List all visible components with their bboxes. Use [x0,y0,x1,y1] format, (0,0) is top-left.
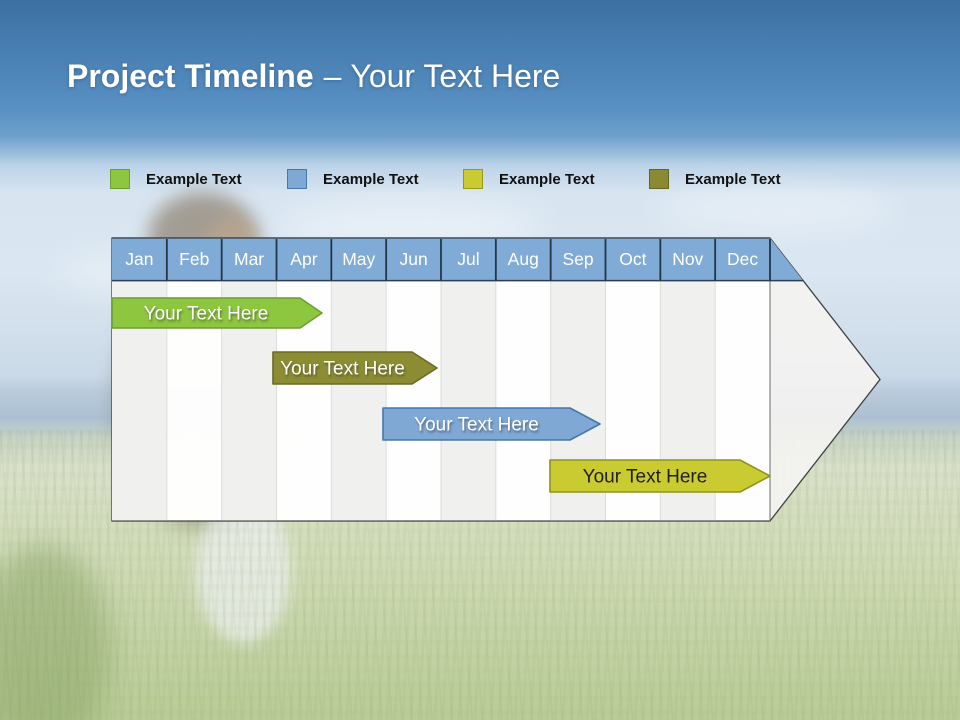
legend-item-label: Example Text [499,170,595,188]
month-label-oct: Oct [619,249,646,269]
month-label-dec: Dec [727,249,758,269]
timeline-bar-label-2: Your Text Here [280,359,405,380]
month-label-feb: Feb [179,249,209,269]
month-label-apr: Apr [290,249,317,269]
timeline-reflection [111,520,881,720]
legend-swatch-icon [463,169,483,189]
legend-item-label: Example Text [323,170,419,188]
month-label-jul: Jul [457,249,479,269]
month-label-may: May [342,249,375,269]
timeline-bar-label-1: Your Text Here [144,304,269,325]
timeline-bar-3 [382,407,601,441]
legend-item-2: Example Text [287,169,419,189]
legend-swatch-icon [287,169,307,189]
timeline-bar-label-4: Your Text Here [583,467,708,488]
month-label-sep: Sep [563,249,594,269]
legend-item-3: Example Text [463,169,595,189]
legend-item-1: Example Text [110,169,242,189]
timeline-bar-1 [111,297,323,329]
page-title-main: Project Timeline [67,58,314,94]
timeline-bar-label-3: Your Text Here [414,415,539,436]
timeline-bar-4 [549,459,771,493]
cloud-shape [660,185,890,233]
legend-item-4: Example Text [649,169,781,189]
legend-item-label: Example Text [685,170,781,188]
month-label-mar: Mar [234,249,264,269]
legend-swatch-icon [649,169,669,189]
month-label-jun: Jun [399,249,427,269]
legend-item-label: Example Text [146,170,242,188]
page-title: Project Timeline–Your Text Here [67,58,560,95]
month-header-band [112,238,803,280]
month-column-stripe [331,280,387,521]
month-label-aug: Aug [508,249,539,269]
month-column-stripe [441,280,496,521]
month-label-nov: Nov [672,249,703,269]
legend-swatch-icon [110,169,130,189]
month-label-jan: Jan [125,249,153,269]
timeline-bar-2 [272,351,438,385]
page-title-dash: – [323,58,342,94]
page-title-sub: Your Text Here [350,58,561,94]
